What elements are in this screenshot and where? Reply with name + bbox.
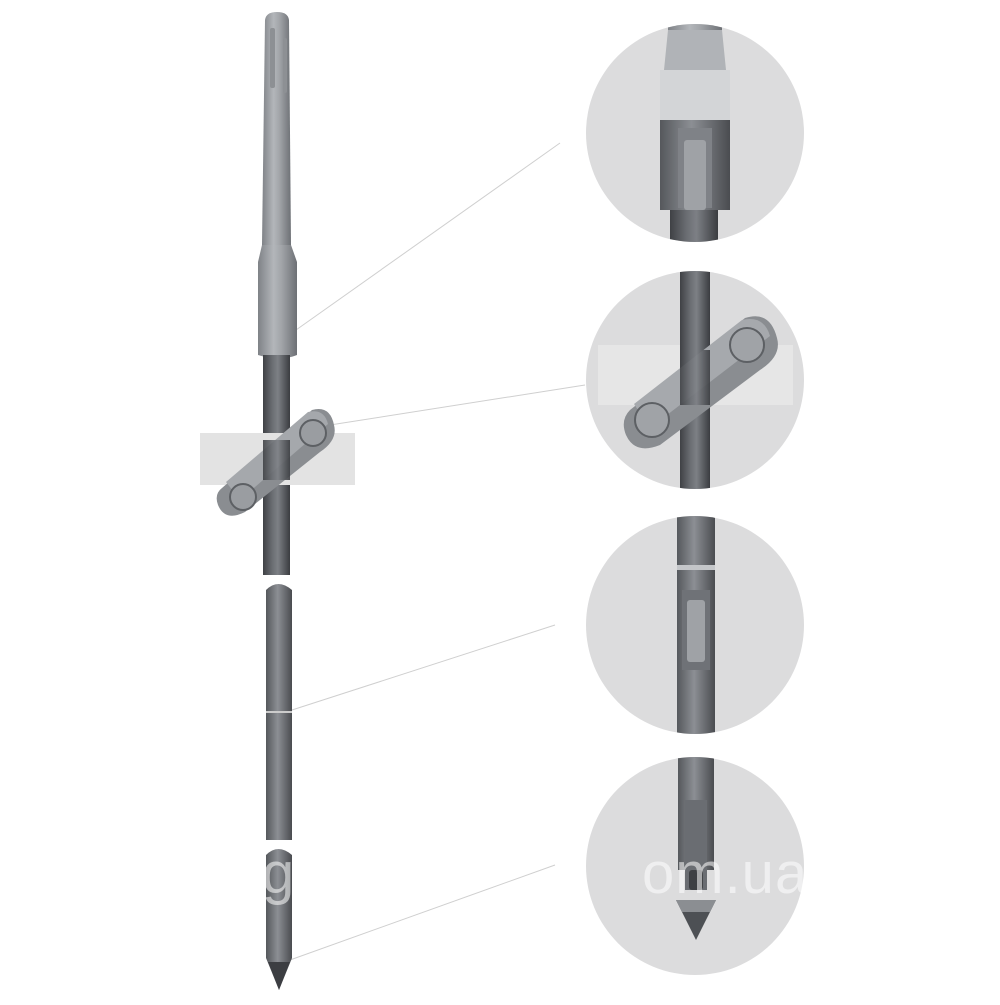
leader-line-clamp <box>329 384 586 426</box>
detail-circle-coupling <box>586 516 804 734</box>
main-rod-assembly <box>200 12 355 990</box>
earth-clamp-icon <box>216 409 335 516</box>
watermark-right: om.ua <box>642 841 809 906</box>
leader-line-shank <box>295 142 561 331</box>
detail-circle-shank <box>586 24 804 242</box>
leader-lines <box>289 142 586 961</box>
leader-line-coupling <box>291 624 556 711</box>
spike-tip <box>268 962 290 990</box>
leader-line-tip <box>289 864 556 961</box>
detail-circle-clamp <box>586 271 804 489</box>
watermark-left: g <box>262 841 296 906</box>
sds-plus-shank-icon <box>258 12 297 359</box>
rod-segment-lower <box>266 849 292 990</box>
detail-circle-tip <box>586 757 804 975</box>
